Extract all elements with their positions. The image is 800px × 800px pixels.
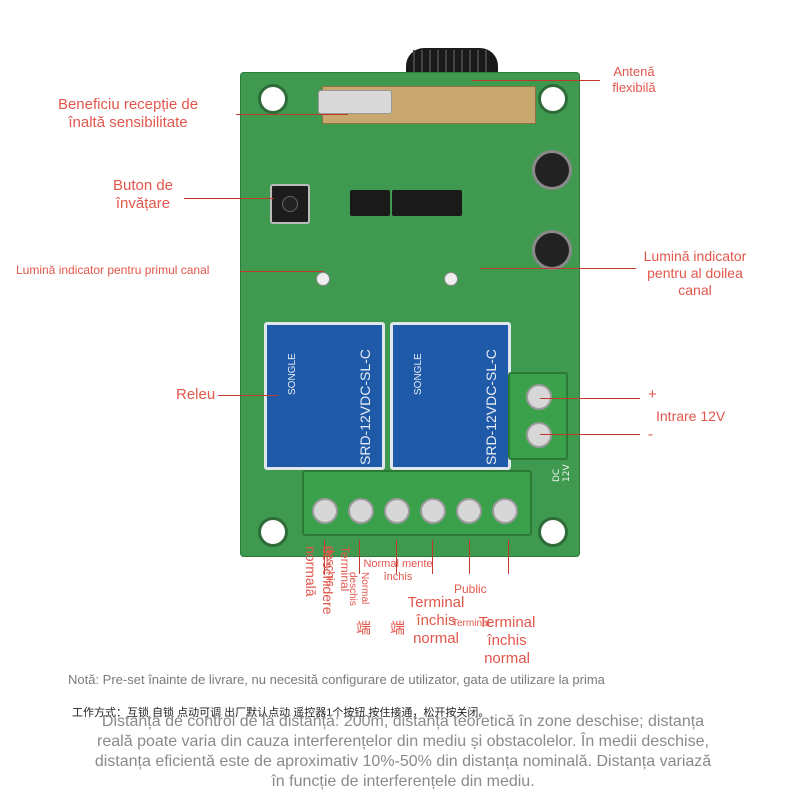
callout-line-relay [218,395,278,396]
label-chinese-2: 端 [390,620,406,637]
ic-chip [350,190,390,216]
led-channel-1 [316,272,330,286]
label-normally-open: deschidere normală [303,546,336,615]
crystal [318,90,392,114]
screw-b2[interactable] [456,498,482,524]
callout-line-led1 [240,271,324,272]
screw-b1[interactable] [348,498,374,524]
callout-line-b2 [469,540,470,574]
mount-hole [538,84,568,114]
label-normally-open-small: Normal deschis [347,572,370,606]
mount-hole [538,517,568,547]
label-terminal-closed-2: Terminal închis normal [478,614,536,667]
relay-model-text: SRD-12VDC-SL-C [357,349,373,465]
callout-line-c1 [396,540,397,574]
label-normally-closed-small: Normal mente închis [363,558,433,584]
relay-model-text: SRD-12VDC-SL-C [483,349,499,465]
relay-brand-text: SONGLE [287,353,298,395]
callout-line-a2 [432,540,433,574]
note-main: Distanța de control de la distanță: 200m… [94,713,712,790]
label-indicator-ch2: Lumină indicator pentru al doilea canal [643,248,747,298]
screw-c1[interactable] [384,498,410,524]
mount-hole [258,517,288,547]
led-channel-2 [444,272,458,286]
note-overlay-2: 工作方式：互锁 自锁 点动可调 出厂默认点动 遥控器1个按钮 按住接通，松开按关… [72,707,490,719]
screw-plus[interactable] [526,384,552,410]
callout-line-minus [540,434,640,435]
ic-chip [392,190,462,216]
callout-line-receiver [236,114,348,115]
output-terminal [302,470,532,536]
label-terminal-small: Terminal [452,618,490,629]
screw-c2[interactable] [492,498,518,524]
relay-brand-text: SONGLE [413,353,424,395]
learn-button[interactable] [270,184,310,224]
screw-a2[interactable] [420,498,446,524]
capacitor [532,150,572,190]
label-antenna: Antenă flexibilă [612,64,656,95]
label-input-12v: Intrare 12V [656,408,726,424]
label-minus: - [648,426,653,443]
dc-label: DC 12V [552,464,572,482]
mount-hole [258,84,288,114]
label-chinese-1: 端 [356,620,372,637]
note-overlay-1: Notă: Pre-set înainte de livrare, nu nec… [68,672,605,687]
label-indicator-ch1: Lumină indicator pentru primul canal [16,263,210,277]
capacitor [532,230,572,270]
power-terminal [508,372,568,460]
callout-line-led2 [480,268,636,269]
relay-2: SRD-12VDC-SL-C SONGLE [390,322,511,470]
label-public: Public [454,582,487,596]
relay-receiver-board: SRD-12VDC-SL-C SONGLE SRD-12VDC-SL-C SON… [240,72,580,557]
screw-a1[interactable] [312,498,338,524]
relay-1: SRD-12VDC-SL-C SONGLE [264,322,385,470]
callout-line-a1 [324,540,325,574]
label-terminal-open: Terminal deschis [323,546,352,592]
label-learn-button: Buton de învățare [112,177,174,212]
screw-minus[interactable] [526,422,552,448]
callout-line-c2 [508,540,509,574]
callout-line-plus [540,398,640,399]
callout-line-antenna [472,80,600,81]
callout-line-b1 [359,540,360,574]
label-relay: Releu [176,386,216,403]
label-terminal-closed-1: Terminal închis normal [407,594,465,647]
callout-line-learn [184,198,274,199]
label-plus: + [648,386,657,403]
label-receiver: Beneficiu recepție de înaltă sensibilita… [57,96,199,131]
